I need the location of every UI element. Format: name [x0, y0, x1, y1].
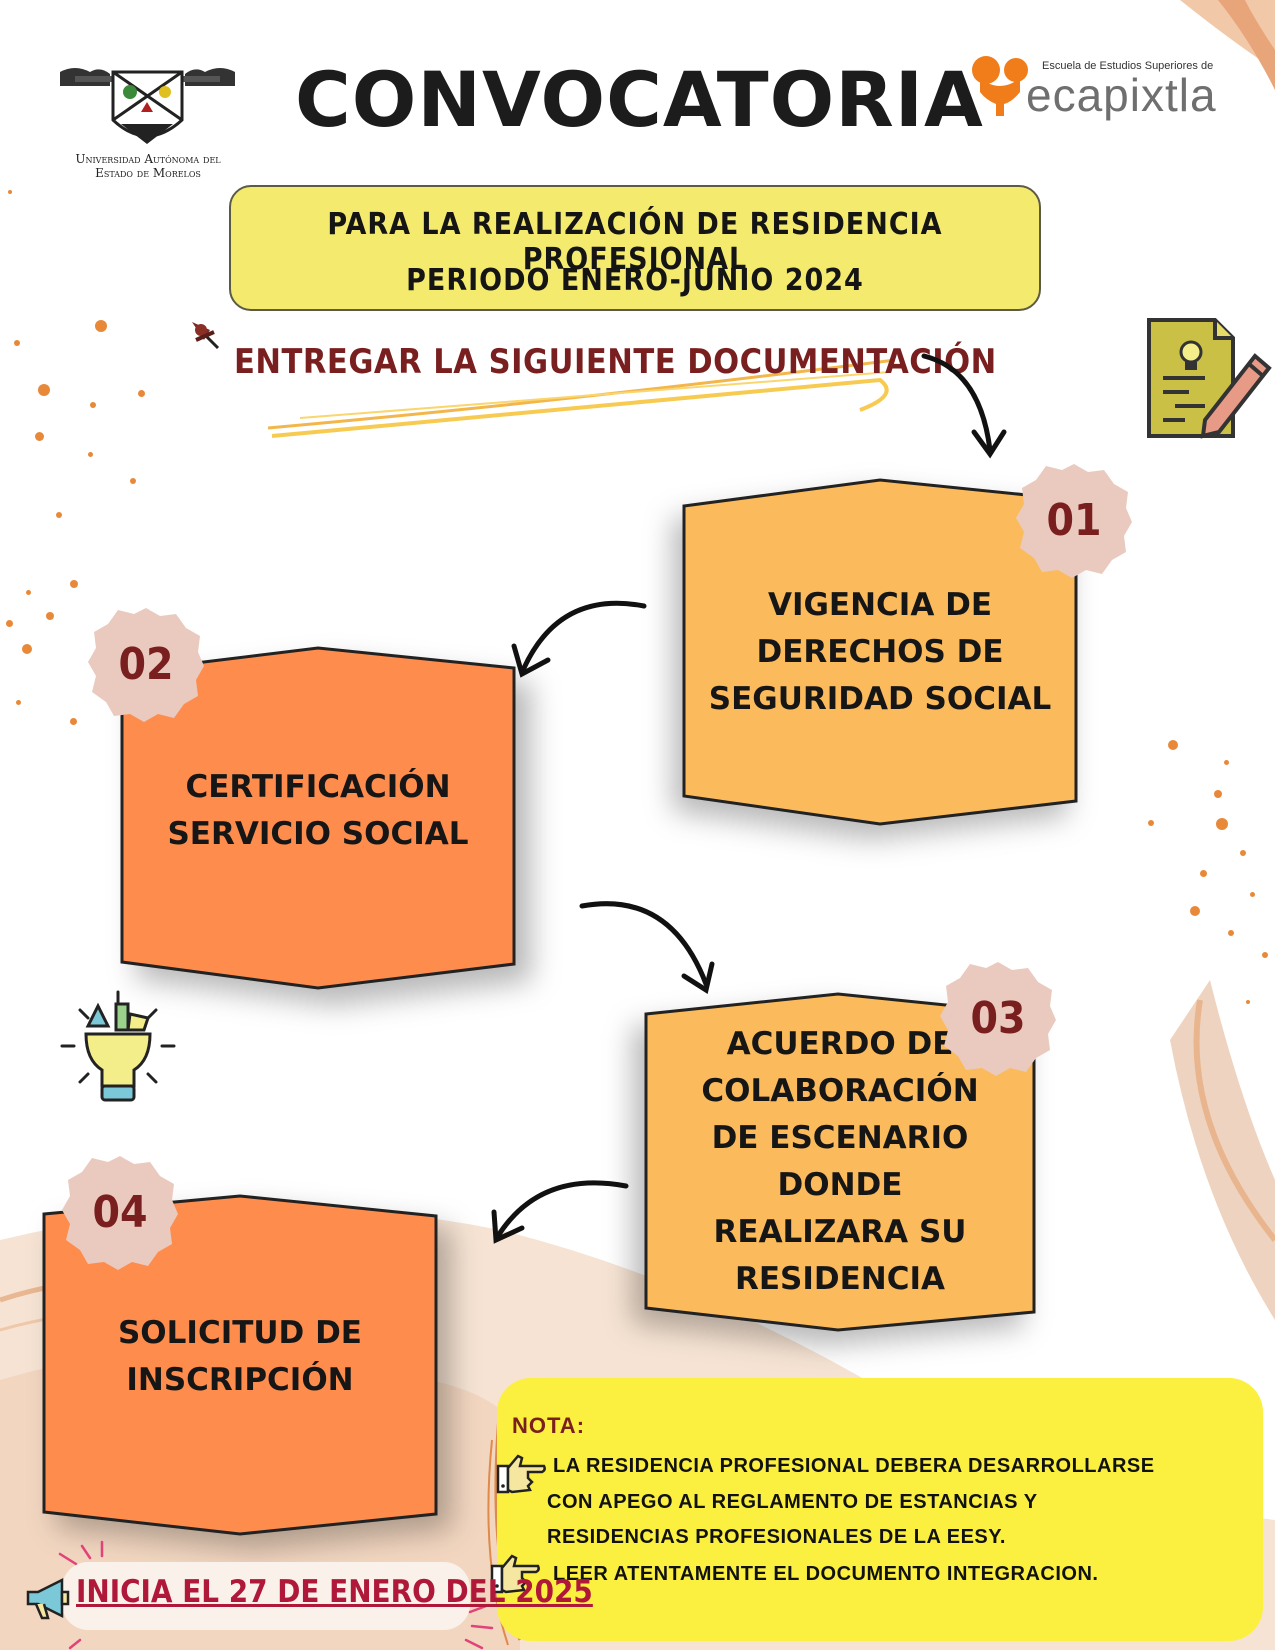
dot [70, 580, 78, 588]
dot [70, 718, 77, 725]
step-badge-02: 02 [86, 604, 206, 724]
dot [1216, 818, 1228, 830]
badge-blob [88, 608, 204, 722]
dot [88, 452, 93, 457]
dot [1214, 790, 1222, 798]
dot [1250, 892, 1255, 897]
step-badge-04: 04 [60, 1152, 180, 1272]
step-text-04: SOLICITUD DE INSCRIPCIÓN [117, 1315, 362, 1398]
step-number-03: 03 [970, 992, 1026, 1044]
pointing-hand-icon [496, 1454, 546, 1494]
step-number-04: 04 [92, 1186, 148, 1238]
step-text-03: ACUERDO DE COLABORACIÓN DE ESCENARIO DON… [701, 1026, 979, 1297]
dot [35, 432, 44, 441]
subtitle-banner: PARA LA REALIZACIÓN DE RESIDENCIA PROFES… [229, 185, 1041, 311]
dot [26, 590, 31, 595]
university-name-line1: Universidad Autónoma del [75, 152, 221, 166]
starburst-lines [58, 1540, 494, 1650]
page-title: CONVOCATORIA [295, 55, 984, 144]
dot [14, 340, 20, 346]
step-card-01: VIGENCIA DE DERECHOS DE SEGURIDAD SOCIAL [680, 476, 1080, 828]
dot [95, 320, 107, 332]
step-card-shape [682, 478, 1078, 826]
badge-blob [940, 962, 1056, 1076]
dot [1168, 740, 1178, 750]
badge-blob [62, 1156, 178, 1270]
instruction-heading: ENTREGAR LA SIGUIENTE DOCUMENTACIÓN [234, 342, 997, 382]
uaem-shield-icon [60, 68, 235, 144]
dot [138, 390, 145, 397]
dot [56, 512, 62, 518]
banner-line2: PERIODO ENERO-JUNIO 2024 [406, 263, 864, 298]
step-number-02: 02 [118, 638, 174, 690]
banner-line1: PARA LA REALIZACIÓN DE RESIDENCIA PROFES… [327, 207, 943, 277]
pushpin-icon [192, 322, 220, 350]
step-text-02: CERTIFICACIÓN SERVICIO SOCIAL [167, 769, 469, 852]
dot [1224, 760, 1229, 765]
dot [1246, 1000, 1250, 1004]
start-date-text: INICIA EL 27 DE ENERO DEL 2025 [76, 1574, 593, 1610]
school-subtitle: Escuela de Estudios Superiores de [1042, 60, 1214, 72]
step-number-01: 01 [1046, 494, 1102, 546]
step-card-02: CERTIFICACIÓN SERVICIO SOCIAL [118, 644, 518, 996]
note-line1: LA RESIDENCIA PROFESIONAL DEBERA DESARRO… [553, 1455, 1155, 1477]
step-card-04: SOLICITUD DE INSCRIPCIÓN [40, 1192, 440, 1538]
note-box [497, 1378, 1263, 1641]
step-card-03: ACUERDO DE COLABORACIÓN DE ESCENARIO DON… [642, 990, 1038, 1334]
step-card-shape [42, 1194, 438, 1536]
dot [1190, 906, 1200, 916]
step-card-shape [644, 992, 1036, 1332]
note-line4: LEER ATENTAMENTE EL DOCUMENTO INTEGRACIO… [553, 1563, 1099, 1585]
dot [8, 190, 12, 194]
dot [90, 402, 96, 408]
dot [1262, 952, 1268, 958]
step-badge-01: 01 [1014, 460, 1134, 580]
step-text-01: VIGENCIA DE DERECHOS DE SEGURIDAD SOCIAL [708, 586, 1052, 717]
dot [1240, 850, 1246, 856]
step-card-shape [120, 646, 516, 990]
note-title: NOTA: [512, 1413, 586, 1438]
document-pencil-icon [1147, 318, 1272, 439]
step-badge-03: 03 [938, 958, 1058, 1078]
dot [1148, 820, 1154, 826]
dot [1228, 930, 1234, 936]
dot [6, 620, 13, 627]
lightbulb-icon [60, 990, 176, 1102]
dot [1200, 870, 1207, 877]
note-line3: RESIDENCIAS PROFESIONALES DE LA EESY. [547, 1526, 1006, 1548]
dot [38, 384, 50, 396]
university-name-line2: Estado de Morelos [95, 166, 201, 180]
badge-blob [1016, 464, 1132, 578]
dot [46, 612, 54, 620]
note-line2: CON APEGO AL REGLAMENTO DE ESTANCIAS Y [547, 1491, 1038, 1513]
ecapixtla-logo-icon [972, 56, 1028, 116]
dot [22, 644, 32, 654]
dot [130, 478, 136, 484]
pointing-hand-icon [490, 1554, 540, 1594]
dot [16, 700, 21, 705]
megaphone-icon [26, 1577, 70, 1620]
start-date-pill [62, 1562, 470, 1630]
university-name: Universidad Autónoma del Estado de Morel… [48, 152, 248, 180]
school-name: ecapixtla [1026, 69, 1217, 121]
